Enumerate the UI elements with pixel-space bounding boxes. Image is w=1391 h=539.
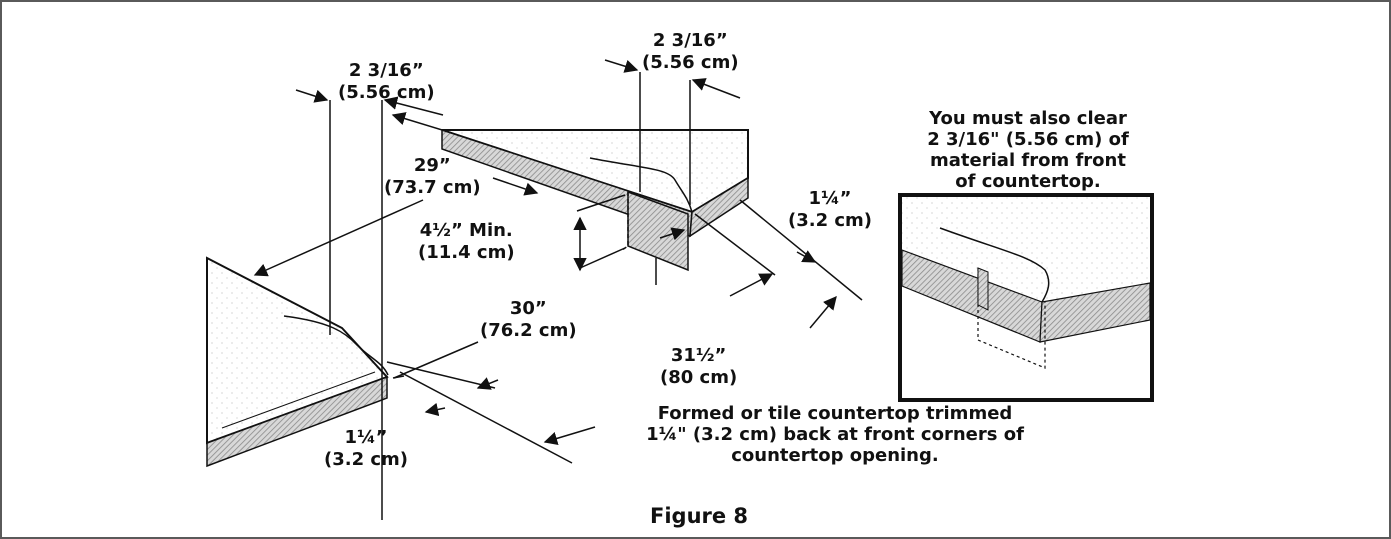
inset-detail [898, 193, 1154, 402]
dim-left-trim: 1¼” (3.2 cm) [324, 427, 409, 470]
dim-depth-29: 29” (73.7 cm) [384, 155, 481, 198]
dim-right-trim: 1¼” (3.2 cm) [788, 188, 873, 231]
dim-top-right-width: 2 3/16” (5.56 cm) [642, 30, 739, 73]
note-trimmed: Formed or tile countertop trimmed 1¼" (3… [646, 403, 1024, 466]
inset-countertop-edge-right [1039, 282, 1151, 343]
note-clear-material: You must also clear 2 3/16" (5.56 cm) of… [927, 108, 1129, 192]
left-front-edge-line [221, 371, 376, 429]
dim-opening-31: 31½” (80 cm) [660, 345, 738, 388]
left-countertop [206, 256, 389, 468]
left-laminate-curl [283, 315, 389, 376]
dim-top-left-width: 2 3/16” (5.56 cm) [338, 60, 435, 103]
inset-countertop-top [902, 197, 1150, 302]
dimension-lines [253, 59, 863, 520]
left-countertop-edge [206, 375, 388, 468]
figure-caption: Figure 8 [650, 504, 749, 528]
dim-min-height: 4½” Min. (11.4 cm) [418, 220, 515, 263]
top-laminate-curl [589, 157, 693, 213]
inset-cut-face [977, 267, 989, 311]
dim-opening-30: 30” (76.2 cm) [480, 298, 577, 341]
inset-laminate-curl [939, 227, 1050, 303]
